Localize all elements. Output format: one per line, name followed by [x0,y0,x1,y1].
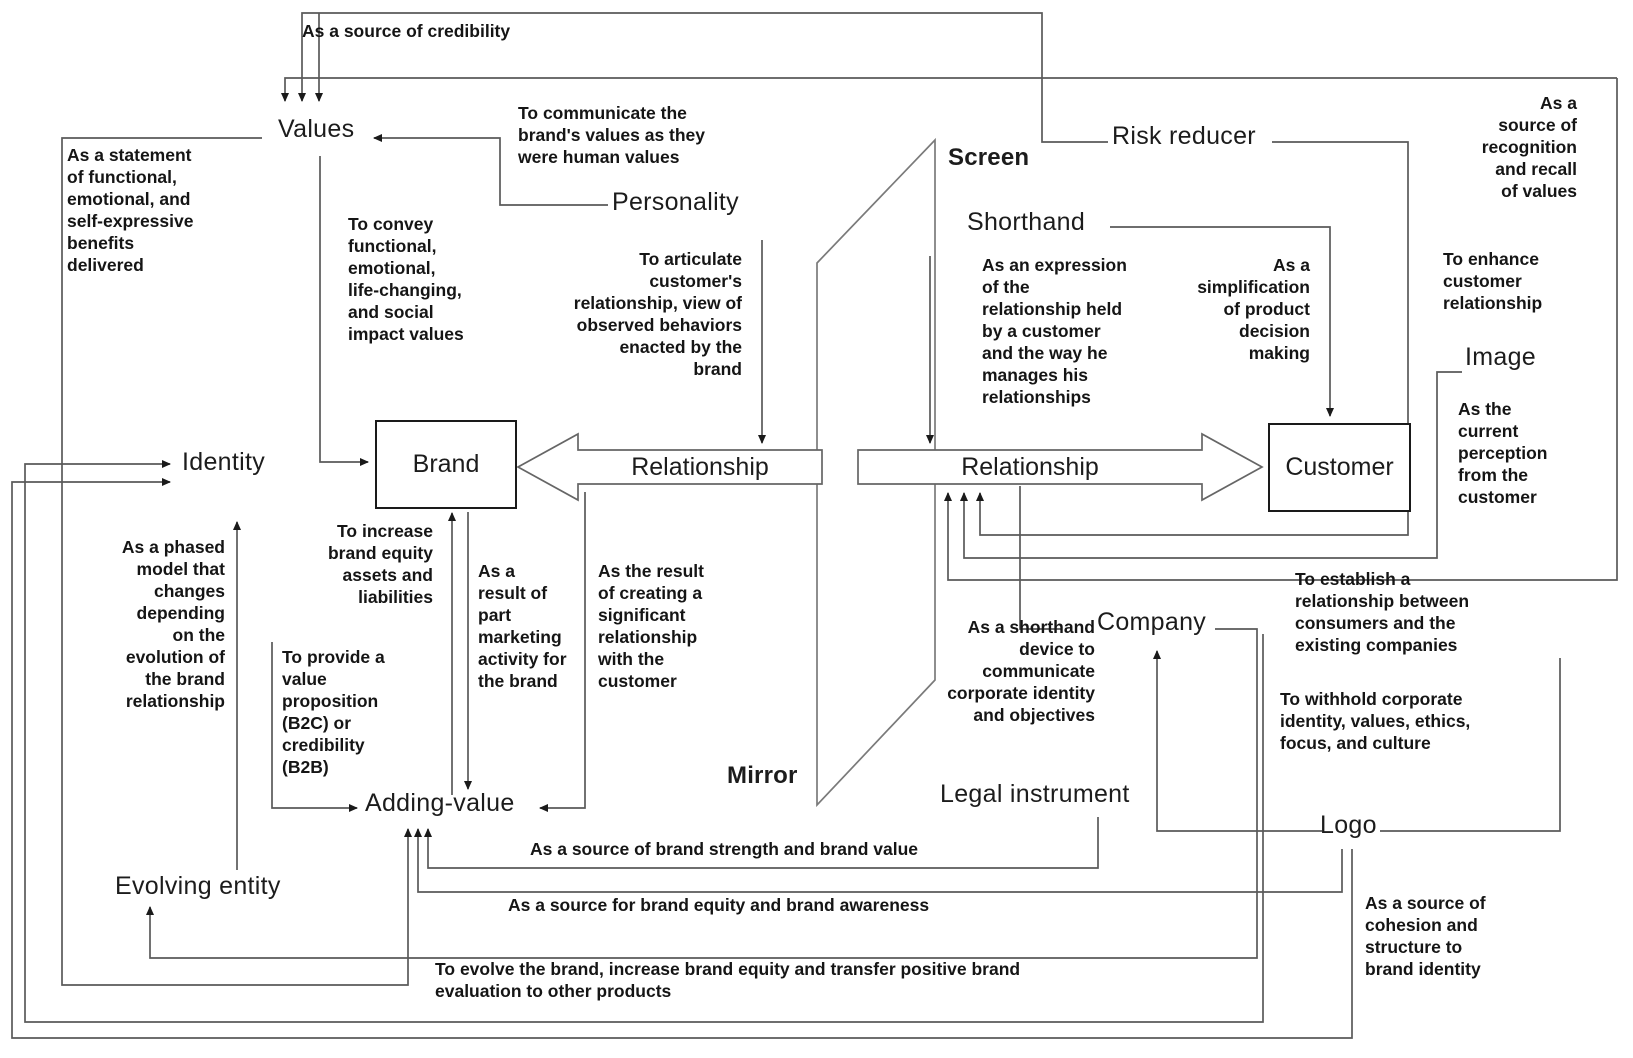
ann-recognition: As a source of recognition and recall of… [1481,93,1577,202]
line-riskreducer-values [298,12,1108,143]
node-identity: Identity [182,448,266,476]
ann-strength: As a source of brand strength and brand … [530,839,918,859]
ann-simplification: As a simplification of product decision … [1197,255,1310,364]
line-values-brand [319,156,369,466]
node-relationship-right: Relationship [961,452,1099,481]
node-values: Values [278,115,355,143]
line-personality-values [373,134,608,206]
ann-equity-awareness: As a source for brand equity and brand a… [508,895,930,915]
line-logo-right [1380,658,1561,832]
line-topbus-values [281,77,1617,102]
ann-expression: As an expression of the relationship hel… [982,255,1127,408]
ann-enhance: To enhance customer relationship [1443,249,1543,314]
ann-withhold: To withhold corporate identity, values, … [1280,689,1471,754]
ann-evolve: To evolve the brand, increase brand equi… [435,959,1021,1002]
node-shorthand: Shorthand [967,208,1086,236]
line-logo-company [1153,650,1322,832]
ann-articulate: To articulate customer's relationship, v… [573,249,742,380]
ann-credibility: As a source of credibility [302,21,511,41]
line-company-relationship [1019,486,1062,630]
ann-increase: To increase brand equity assets and liab… [327,521,433,608]
relationship-arrow-right [857,432,1264,502]
ann-communicate: To communicate the brand's values as the… [518,103,706,168]
node-mirror: Mirror [727,762,798,789]
brand-box: Brand [375,420,517,509]
line-shorthand-customer [1110,226,1334,417]
ann-shorthand-device: As a shorthand device to communicate cor… [947,617,1095,726]
node-company: Company [1097,608,1207,636]
node-image: Image [1465,343,1536,371]
relationship-arrow-left [516,432,823,502]
line-logo-identity-wrap [11,478,1353,1039]
customer-box: Customer [1268,423,1411,512]
node-adding-value: Adding-value [365,789,515,817]
line-legal-addingvalue [424,817,1099,869]
node-logo: Logo [1320,811,1377,839]
customer-label: Customer [1285,453,1394,481]
node-risk-reducer: Risk reducer [1112,122,1256,150]
ann-provide: To provide a value proposition (B2C) or … [282,647,385,778]
ann-marketing: As a result of part marketing activity f… [478,561,567,692]
line-relationship-addingvalue [539,492,586,812]
node-personality: Personality [612,188,739,216]
ann-statement: As a statement of functional, emotional,… [67,145,194,276]
line-company-evolving [146,628,1258,959]
node-screen: Screen [948,144,1030,171]
line-riskreducer-relationship [976,141,1409,536]
line-statement-addingvalue [61,137,412,986]
ann-convey: To convey functional, emotional, life-ch… [348,214,464,345]
node-legal-instrument: Legal instrument [940,780,1130,808]
mirror-screen-pane [816,137,936,808]
ann-establish: To establish a relationship between cons… [1295,569,1470,656]
brand-label: Brand [412,450,480,478]
node-relationship-left: Relationship [631,452,769,481]
ann-perception: As the current perception from the custo… [1458,399,1548,508]
node-evolving-entity: Evolving entity [115,872,281,900]
ann-cohesion: As a source of cohesion and structure to… [1365,893,1486,980]
ann-creating: As the result of creating a significant … [598,561,704,692]
line-logo-addingvalue [414,828,1343,893]
line-company-identity-wrap [24,460,1264,1023]
ann-phased: As a phased model that changes depending… [121,537,225,712]
line-topbus-relationship [944,78,1618,581]
line-provide-addingvalue [271,642,358,812]
line-image-relationship [960,371,1462,559]
